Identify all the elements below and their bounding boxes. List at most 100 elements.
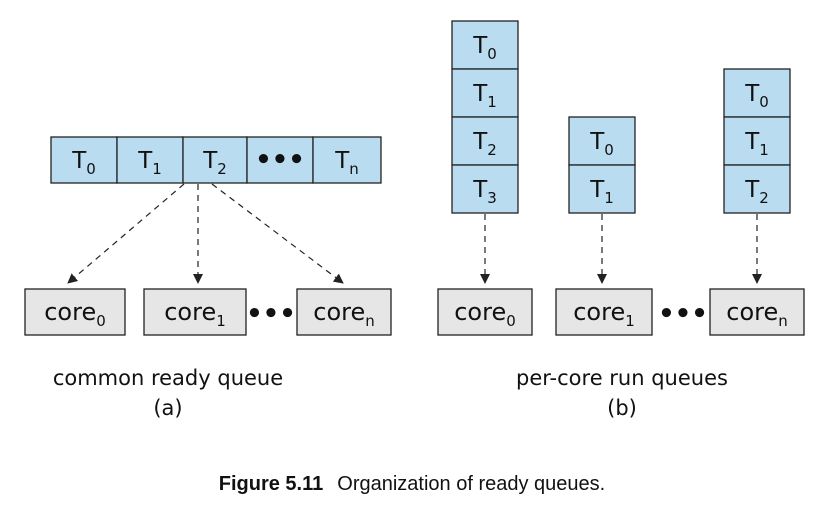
svg-text:core1: core1: [164, 298, 226, 330]
cell-base: T: [202, 148, 218, 174]
cell-sub: 2: [759, 189, 769, 207]
core-base: core: [726, 298, 778, 326]
svg-text:coren: coren: [313, 298, 375, 330]
core-0: core0: [437, 288, 533, 336]
per-core-queue-0: T0 T1 T2 T3: [451, 20, 519, 284]
cell-sub: 0: [759, 93, 769, 111]
cell-base: T: [589, 129, 605, 155]
svg-text:core0: core0: [44, 298, 106, 330]
svg-text:T0: T0: [589, 129, 614, 159]
core-base: core: [573, 298, 625, 326]
core-1: core1: [143, 288, 247, 336]
svg-text:T2: T2: [472, 129, 497, 159]
cell-sub: n: [349, 160, 359, 178]
queue-cell-t0: T0: [50, 136, 118, 184]
cell-sub: 1: [604, 189, 614, 207]
core-n: coren: [709, 288, 805, 336]
ellipsis-text: •••: [255, 145, 305, 175]
core-base: core: [164, 298, 216, 326]
figure-label: Figure 5.11: [219, 473, 324, 495]
queue-cell-t1: T1: [116, 136, 184, 184]
cell-sub: 2: [487, 141, 497, 159]
common-queue-arrows: [67, 183, 344, 284]
core-sub: 1: [625, 312, 635, 330]
core-ellipsis: •••: [658, 299, 708, 329]
core-sub: n: [778, 312, 788, 330]
queue-cell-t2: T2: [723, 164, 791, 214]
svg-text:T3: T3: [472, 177, 497, 207]
svg-text:T2: T2: [202, 148, 227, 178]
core-sub: 1: [216, 312, 226, 330]
core-ellipsis: •••: [246, 299, 296, 329]
queue-cell-t0: T0: [568, 116, 636, 166]
figure-caption: Figure 5.11 Organization of ready queues.: [219, 473, 605, 495]
svg-text:coren: coren: [726, 298, 788, 330]
caption-a: common ready queue: [53, 366, 283, 390]
arrow-to-coren: [211, 183, 344, 284]
arrow-to-core0: [67, 183, 185, 284]
cell-sub: 0: [604, 141, 614, 159]
cell-base: T: [472, 177, 488, 203]
svg-text:core0: core0: [454, 298, 516, 330]
queue-cell-t1: T1: [451, 68, 519, 118]
core-sub: 0: [506, 312, 516, 330]
queue-cell-tn: Tn: [312, 136, 382, 184]
sublabel-a: (a): [153, 396, 182, 420]
cell-base: T: [472, 33, 488, 59]
per-core-queue-1: T0 T1: [568, 116, 636, 284]
per-core-queue-n: T0 T1 T2: [723, 68, 791, 284]
svg-text:T1: T1: [137, 148, 162, 178]
svg-text:T0: T0: [472, 33, 497, 63]
svg-text:T0: T0: [71, 148, 96, 178]
common-ready-queue: T0 T1 T2 ••• Tn: [24, 136, 392, 420]
core-0: core0: [24, 288, 126, 336]
cell-base: T: [472, 129, 488, 155]
per-core-cores: core0 core1 ••• coren: [437, 288, 805, 336]
common-queue-tasks: T0 T1 T2 ••• Tn: [50, 136, 382, 184]
core-1: core1: [555, 288, 653, 336]
cell-base: T: [71, 148, 87, 174]
svg-text:T2: T2: [744, 177, 769, 207]
cell-sub: 2: [217, 160, 227, 178]
core-base: core: [44, 298, 96, 326]
per-core-run-queues: T0 T1 T2 T3 T0 T1 T0 T1 T2: [437, 20, 805, 420]
cell-base: T: [744, 177, 760, 203]
core-sub: n: [365, 312, 375, 330]
queue-cell-t1: T1: [723, 116, 791, 166]
cell-sub: 0: [487, 45, 497, 63]
svg-text:T1: T1: [472, 81, 497, 111]
cell-base: T: [589, 177, 605, 203]
queue-cell-t3: T3: [451, 164, 519, 214]
svg-text:T1: T1: [744, 129, 769, 159]
svg-text:Tn: Tn: [334, 148, 359, 178]
common-queue-cores: core0 core1 ••• coren: [24, 288, 392, 336]
svg-text:T1: T1: [589, 177, 614, 207]
figure-text: Organization of ready queues.: [337, 473, 605, 495]
core-base: core: [454, 298, 506, 326]
core-n: coren: [296, 288, 392, 336]
core-base: core: [313, 298, 365, 326]
cell-base: T: [744, 129, 760, 155]
cell-sub: 1: [759, 141, 769, 159]
queue-cell-t1: T1: [568, 164, 636, 214]
sublabel-b: (b): [607, 396, 637, 420]
queue-cell-t0: T0: [723, 68, 791, 118]
cell-base: T: [744, 81, 760, 107]
cell-base: T: [334, 148, 350, 174]
svg-text:T0: T0: [744, 81, 769, 111]
cell-sub: 1: [487, 93, 497, 111]
cell-sub: 1: [152, 160, 162, 178]
cell-base: T: [472, 81, 488, 107]
queue-cell-ellipsis: •••: [246, 136, 314, 184]
queue-cell-t2: T2: [182, 136, 248, 184]
cell-sub: 3: [487, 189, 497, 207]
core-sub: 0: [96, 312, 106, 330]
queue-cell-t0: T0: [451, 20, 519, 70]
svg-text:core1: core1: [573, 298, 635, 330]
cell-base: T: [137, 148, 153, 174]
caption-b: per-core run queues: [516, 366, 728, 390]
queue-cell-t2: T2: [451, 116, 519, 166]
cell-sub: 0: [86, 160, 96, 178]
